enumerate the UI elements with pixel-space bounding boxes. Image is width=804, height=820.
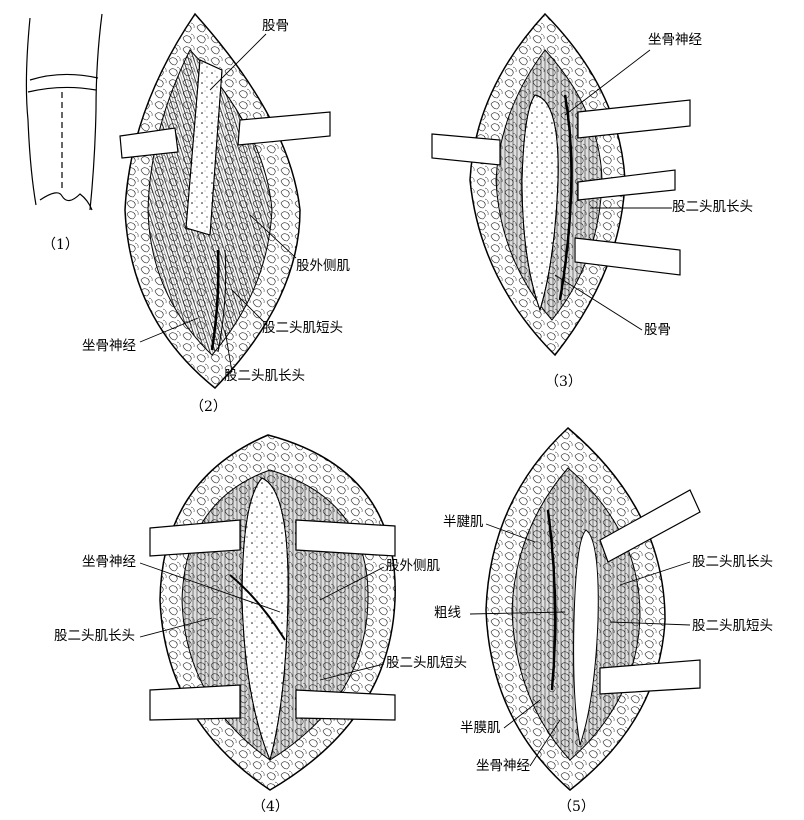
- leader-lines: [139, 33, 691, 767]
- panel-4-drawing: [149, 434, 396, 791]
- label-p5-biceps-short-head: 股二头肌短头: [692, 618, 773, 634]
- label-p5-semitendinosus: 半腱肌: [443, 514, 484, 530]
- panel-5-drawing: [485, 426, 701, 791]
- label-p5-sciatic-nerve: 坐骨神经: [476, 758, 530, 774]
- label-p2-sciatic-nerve: 坐骨神经: [82, 338, 136, 354]
- panel-3-drawing: [431, 12, 691, 357]
- label-p3-sciatic-nerve: 坐骨神经: [648, 32, 702, 48]
- label-p2-femur: 股骨: [262, 18, 289, 34]
- caption-panel-4: （4）: [252, 799, 289, 815]
- caption-panel-1: （1）: [42, 237, 79, 253]
- label-p2-biceps-short-head: 股二头肌短头: [262, 320, 343, 336]
- label-p5-biceps-long-head: 股二头肌长头: [692, 554, 773, 570]
- label-p4-sciatic-nerve: 坐骨神经: [82, 554, 136, 570]
- label-p3-femur: 股骨: [644, 322, 671, 338]
- label-p2-vastus-lateralis: 股外侧肌: [296, 258, 350, 274]
- label-p4-biceps-long-head: 股二头肌长头: [54, 628, 135, 644]
- panel-2-drawing: [119, 12, 331, 390]
- panel-1-thigh-outline: [25, 13, 103, 211]
- caption-panel-3: （3）: [545, 374, 582, 390]
- label-p5-semimembranosus: 半膜肌: [460, 720, 501, 736]
- label-p4-vastus-lateralis: 股外侧肌: [386, 558, 440, 574]
- caption-panel-5: （5）: [558, 799, 595, 815]
- label-p2-biceps-long-head: 股二头肌长头: [224, 368, 305, 384]
- label-p3-biceps-long-head: 股二头肌长头: [672, 199, 753, 215]
- label-p4-biceps-short-head: 股二头肌短头: [386, 655, 467, 671]
- caption-panel-2: （2）: [190, 399, 227, 415]
- label-p5-linea-aspera: 粗线: [434, 605, 461, 621]
